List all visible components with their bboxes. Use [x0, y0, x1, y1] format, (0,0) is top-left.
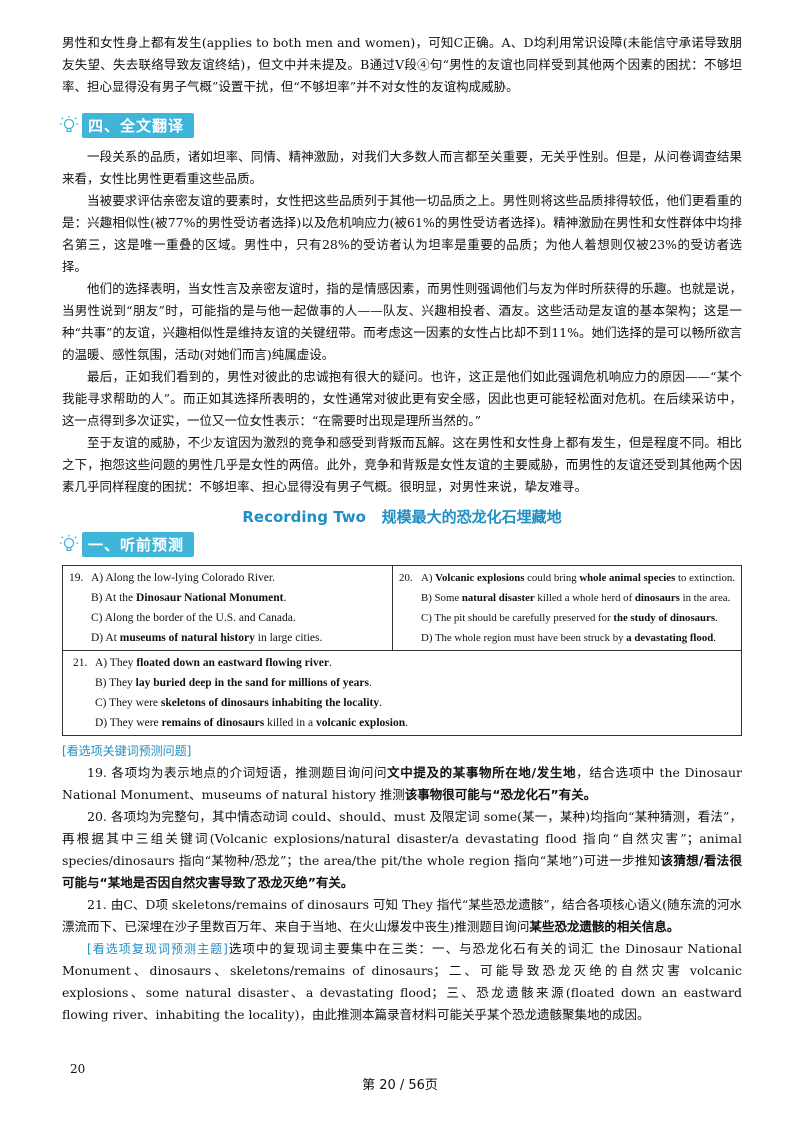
- section-prediction-header: 一、听前预测: [58, 531, 742, 557]
- lightbulb-icon: [59, 115, 79, 133]
- analysis-text: ，结合选项中 the Dinosaur National Monument、mu…: [62, 765, 742, 802]
- recording-title: Recording Two 规模最大的恐龙化石埋藏地: [62, 506, 742, 527]
- option-b-text: B) They: [95, 677, 136, 689]
- translation-paragraph: 最后，正如我们看到的，男性对彼此的忠诚抱有很大的疑问。也许，这正是他们如此强调危…: [62, 369, 742, 428]
- analysis-text: 20. 各项均为完整句，其中情态动词 could、should、must 及限定…: [62, 809, 742, 868]
- option-c-end: .: [379, 697, 382, 709]
- analysis-text: 21. 由C、D项 skeletons/remains of dinosaurs…: [62, 897, 742, 934]
- translation-paragraph: 一段关系的品质，诸如坦率、同情、精神激励，对我们大多数人而言都至关重要，无关乎性…: [62, 149, 742, 186]
- section-title: 四、全文翻译: [82, 112, 195, 138]
- option-c-keyword: the study of dinosaurs: [613, 612, 716, 624]
- option-d-text: D) They were: [95, 717, 162, 729]
- option-a-text: could bring: [524, 572, 580, 584]
- analysis-highlight: 某些恐龙遗骸的相关信息。: [529, 919, 680, 934]
- option-a: A) Along the low-lying Colorado River.: [91, 572, 275, 584]
- option-a-end: .: [328, 657, 332, 669]
- option-b-end: in the area.: [679, 592, 731, 604]
- option-a-text: A) They: [95, 657, 137, 669]
- option-a-keyword: floated down an eastward flowing river: [136, 657, 329, 669]
- option-b-end: .: [283, 592, 287, 604]
- option-b-keyword: natural disaster: [461, 592, 535, 604]
- translation-paragraph: 当被要求评估亲密友谊的要素时，女性把这些品质列于其他一切品质之上。男性则将这些品…: [62, 193, 742, 274]
- option-d-keyword: a devastating flood: [626, 632, 714, 644]
- option-b-keyword: dinosaurs: [634, 592, 680, 604]
- lightbulb-icon: [59, 534, 79, 552]
- option-b-text: B) Some: [421, 592, 462, 604]
- option-d-keyword: museums of natural history: [119, 632, 255, 644]
- recording-topic: 规模最大的恐龙化石埋藏地: [381, 508, 562, 526]
- option-c-text: C) The pit should be carefully preserved…: [421, 612, 614, 624]
- recording-label: Recording Two: [242, 508, 366, 526]
- option-a-text: A): [421, 572, 436, 584]
- option-a-end: to extinction.: [675, 572, 735, 584]
- hint-label: [看选项复现词预测主题]: [87, 942, 228, 956]
- option-d-keyword: volcanic explosion: [315, 717, 406, 729]
- option-b-keyword: lay buried deep in the sand for millions…: [135, 677, 369, 689]
- page-indicator: 第 20 / 56页: [362, 1078, 438, 1093]
- analysis-highlight: 该猜想/看法很可能与“某地是否因自然灾害导致了恐龙灭绝”有关。: [62, 853, 742, 890]
- page-number: 20: [70, 1062, 86, 1076]
- option-d-text: D) At: [91, 632, 120, 644]
- translation-paragraph: 他们的选择表明，当女性言及亲密友谊时，指的是情感因素，而男性则强调他们与友为伴时…: [62, 281, 742, 362]
- option-d-text: killed in a: [264, 717, 316, 729]
- question-number: 21.: [73, 657, 88, 669]
- option-b-keyword: Dinosaur National Monument: [136, 592, 284, 604]
- option-a-keyword: whole animal species: [579, 572, 676, 584]
- option-d-end: .: [713, 632, 716, 644]
- question-20-options: 20. A) Volcanic explosions could bring wh…: [392, 566, 741, 650]
- question-21-options: 21. A) They floated down an eastward flow…: [63, 651, 741, 735]
- analysis-21: 21. 由C、D项 skeletons/remains of dinosaurs…: [62, 894, 742, 938]
- question-number: 20.: [399, 572, 413, 584]
- analysis-text: 19. 各项均为表示地点的介词短语，推测题目询问问: [87, 765, 388, 780]
- analysis-highlight: 该事物很可能与“恐龙化石”有关。: [404, 787, 597, 802]
- option-d-text: D) The whole region must have been struc…: [421, 632, 627, 644]
- hint-label: [看选项关键词预测问题]: [62, 744, 192, 758]
- options-box: 19. A) Along the low-lying Colorado River…: [62, 565, 742, 736]
- option-d-keyword: remains of dinosaurs: [161, 717, 265, 729]
- section-title: 一、听前预测: [82, 531, 195, 557]
- analysis-text: 选项中的复现词主要集中在三类：一、与恐龙化石有关的词汇 the Dinosaur…: [62, 941, 742, 1022]
- analysis-highlight: 文中提及的某事物所在地/发生地: [387, 765, 577, 780]
- intro-paragraph: 男性和女性身上都有发生(applies to both men and wome…: [62, 35, 742, 94]
- option-c-text: C) They were: [95, 697, 161, 709]
- option-d-end: in large cities.: [254, 632, 323, 644]
- translation-paragraph: 至于友谊的威胁，不少友谊因为激烈的竞争和感受到背叛而瓦解。这在男性和女性身上都有…: [62, 435, 742, 494]
- option-b-end: .: [369, 677, 372, 689]
- option-b-text: killed a whole herd of: [534, 592, 635, 604]
- analysis-20: 20. 各项均为完整句，其中情态动词 could、should、must 及限定…: [62, 806, 742, 894]
- option-c-end: .: [715, 612, 718, 624]
- question-number: 19.: [69, 572, 84, 584]
- option-c: C) Along the border of the U.S. and Cana…: [91, 612, 296, 624]
- analysis-19: 19. 各项均为表示地点的介词短语，推测题目询问问文中提及的某事物所在地/发生地…: [62, 762, 742, 806]
- section-translation-header: 四、全文翻译: [58, 112, 742, 138]
- question-19-options: 19. A) Along the low-lying Colorado River…: [63, 566, 392, 650]
- page-content: 男性和女性身上都有发生(applies to both men and wome…: [59, 32, 742, 1026]
- option-b-text: B) At the: [91, 592, 137, 604]
- analysis-theme: [看选项复现词预测主题]选项中的复现词主要集中在三类：一、与恐龙化石有关的词汇 …: [62, 938, 742, 1026]
- option-a-keyword: Volcanic explosions: [435, 572, 525, 584]
- option-d-end: .: [405, 717, 408, 729]
- option-c-keyword: skeletons of dinosaurs inhabiting the lo…: [160, 697, 380, 709]
